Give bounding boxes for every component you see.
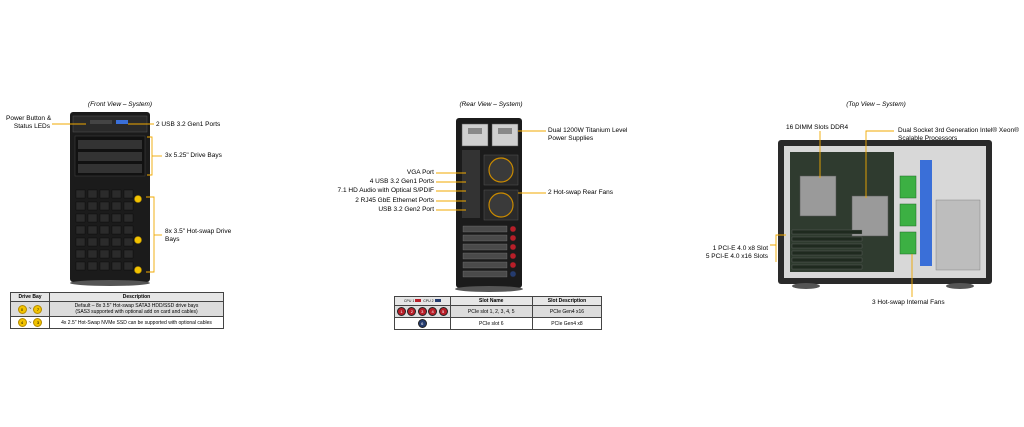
slot-table: CPU 1 CPU 2 Slot Name Slot Description 1…	[394, 296, 603, 330]
slot-badge: 6	[417, 319, 427, 328]
rear-usb-label: 4 USB 3.2 Gen1 Ports	[369, 178, 434, 185]
bay-marker-7	[134, 195, 142, 203]
bay-marker-0	[134, 266, 142, 274]
slot-badge: 1	[397, 307, 406, 316]
top-callouts	[770, 130, 913, 297]
rear-view-chassis	[455, 118, 523, 292]
top-view-chassis	[778, 140, 992, 289]
cpu1-legend: CPU 1	[404, 299, 415, 303]
drive-bay-header: Drive Bay	[10, 292, 50, 302]
front-usb-label: 2 USB 3.2 Gen1 Ports	[156, 121, 221, 128]
slot-badge: 4	[428, 307, 438, 316]
rear-callouts	[436, 130, 546, 211]
pcie-slots-label: 1 PCI-E 4.0 x8 Slot 5 PCI-E 4.0 x16 Slot…	[705, 245, 768, 260]
ethernet-label: 2 RJ45 GbE Ethernet Ports	[355, 197, 434, 204]
dimm-slots-label: 16 DIMM Slots DDR4	[786, 124, 849, 131]
table-row: 0~7 Default – 8x 3.5" Hot-swap SATA3 HDD…	[10, 301, 224, 317]
slot-description: PCIe Gen4 x8	[531, 317, 603, 330]
vga-port-label: VGA Port	[406, 169, 434, 176]
front-view-caption: (Front View – System)	[87, 101, 153, 108]
internal-fans-label: 3 Hot-swap Internal Fans	[872, 299, 945, 306]
slot-description: PCIe Gen4 x16	[531, 305, 603, 318]
bay-badge-from: 0	[17, 304, 27, 314]
bay-badge-to: 7	[33, 304, 43, 314]
drive-bay-table: Drive Bay Description 0~7 Default – 8x 3…	[10, 292, 224, 329]
drive-bay-description: Default – 8x 3.5" Hot-swap SATA3 HDD/SSD…	[49, 301, 224, 317]
slot-badge: 5	[438, 307, 448, 316]
drive-bays-525-label: 3x 5.25" Drive Bays	[165, 152, 222, 159]
slot-badge: 3	[417, 307, 427, 316]
description-header: Description	[49, 292, 224, 302]
power-supplies-label: Dual 1200W Titanium Level Power Supplies	[548, 127, 628, 142]
usb-gen2-label: USB 3.2 Gen2 Port	[378, 206, 434, 213]
drive-bay-description: 4x 2.5" Hot-Swap NVMe SSD can be support…	[49, 316, 224, 329]
drive-bays-35-label: 8x 3.5" Hot-swap Drive Bays	[165, 228, 232, 243]
top-view-caption: (Top View – System)	[846, 101, 906, 108]
rear-fans-label: 2 Hot-swap Rear Fans	[548, 189, 614, 196]
rear-view-caption: (Rear View – System)	[459, 101, 523, 108]
slot-name-header: Slot Name	[449, 296, 533, 306]
bay-marker-5	[134, 236, 142, 244]
table-row: 6 PCIe slot 6 PCIe Gen4 x8	[394, 317, 603, 330]
bay-badge-to: 3	[33, 318, 43, 327]
front-view-chassis	[70, 112, 150, 286]
audio-label: 7.1 HD Audio with Optical S/PDIF	[337, 187, 434, 194]
processors-label: Dual Socket 3rd Generation Intel® Xeon® …	[898, 127, 1019, 142]
bay-badge-from: 4	[17, 318, 27, 327]
slot-name: PCIe slot 6	[449, 317, 533, 330]
front-callouts	[52, 123, 162, 273]
slot-badge: 2	[407, 307, 417, 316]
cpu2-legend: CPU 2	[423, 299, 434, 303]
table-row: 4~3 4x 2.5" Hot-Swap NVMe SSD can be sup…	[10, 316, 224, 329]
slot-description-header: Slot Description	[531, 296, 603, 306]
power-button-label: Power Button & Status LEDs	[6, 115, 52, 130]
table-row: 1 2 3 4 5 PCIe slot 1, 2, 3, 4, 5 PCIe G…	[394, 305, 603, 318]
slot-name: PCIe slot 1, 2, 3, 4, 5	[449, 305, 533, 318]
